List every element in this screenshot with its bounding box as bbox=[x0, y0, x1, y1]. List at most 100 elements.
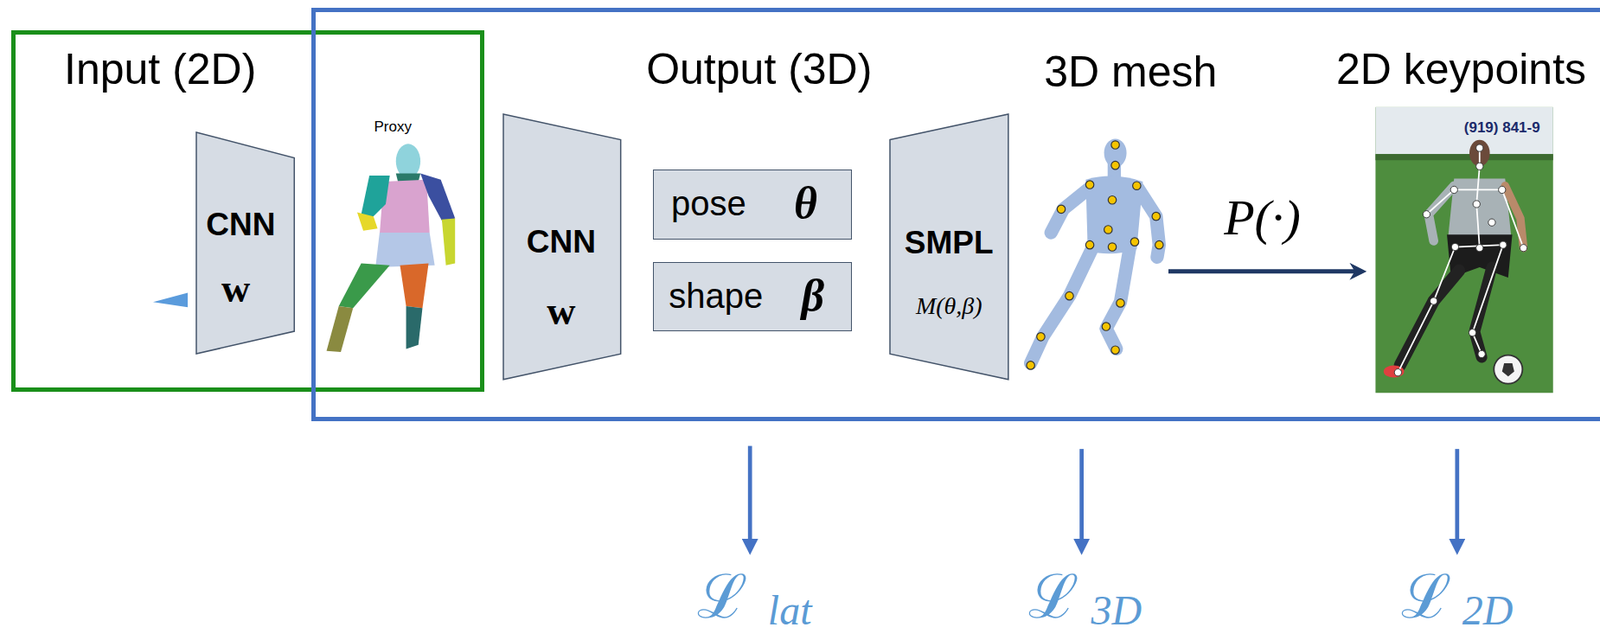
panel-heading: 2D keypoints bbox=[1336, 45, 1587, 94]
cnn-block: CNN w bbox=[196, 132, 295, 354]
frame-heading: Output (3D) bbox=[646, 45, 872, 94]
parameter-box: pose θ bbox=[652, 169, 852, 240]
right-hand-part bbox=[441, 217, 455, 265]
parameter-symbol: θ bbox=[793, 179, 818, 229]
skeleton-line bbox=[1397, 244, 1504, 372]
panel-heading: 3D mesh bbox=[1043, 47, 1217, 96]
parameter-box: shapeβ bbox=[652, 262, 852, 332]
loss-arrows bbox=[749, 446, 1458, 548]
keypoint bbox=[1026, 361, 1035, 370]
image-fragment bbox=[153, 293, 188, 308]
keypoint bbox=[1116, 299, 1125, 308]
keypoint bbox=[1085, 240, 1094, 249]
keypoint bbox=[1152, 211, 1160, 220]
weight-symbol: w bbox=[221, 267, 250, 312]
photo-banner bbox=[1375, 107, 1553, 154]
trapezoid-shape bbox=[196, 132, 295, 354]
right-thigh-part bbox=[400, 262, 429, 308]
loss-symbol: ℒ bbox=[1028, 566, 1079, 628]
keypoint bbox=[1488, 218, 1496, 226]
keypoint bbox=[1111, 140, 1120, 149]
keypoint-photo bbox=[1375, 107, 1553, 393]
keypoint bbox=[1104, 225, 1113, 234]
trapezoid-shape bbox=[889, 114, 1009, 380]
mesh-right-leg bbox=[1106, 243, 1131, 350]
keypoint bbox=[1468, 329, 1476, 337]
keypoint bbox=[1476, 162, 1484, 170]
keypoint bbox=[1107, 196, 1116, 205]
loss-subscript: 2D bbox=[1462, 589, 1514, 632]
projection-label: P(·) bbox=[1223, 191, 1301, 247]
model-formula: M(θ,β) bbox=[915, 293, 983, 320]
keypoint bbox=[1056, 204, 1065, 213]
keypoint bbox=[1065, 291, 1074, 300]
left-shin-part bbox=[326, 306, 354, 352]
keypoint bbox=[1155, 240, 1164, 249]
keypoint bbox=[1476, 244, 1484, 252]
keypoint bbox=[1476, 144, 1484, 152]
right-shin-part bbox=[406, 306, 423, 350]
loss-symbol: ℒ bbox=[1401, 566, 1452, 628]
keypoint bbox=[1111, 160, 1120, 169]
keypoint bbox=[1111, 345, 1120, 354]
left-thigh-part bbox=[339, 262, 391, 308]
ball-patch bbox=[1502, 363, 1515, 377]
photo-fence bbox=[1375, 153, 1553, 160]
right-arm-part bbox=[420, 173, 455, 224]
trapezoid-shape bbox=[503, 114, 621, 380]
left-hand-part bbox=[357, 211, 378, 231]
mesh-left-arm bbox=[1050, 187, 1090, 233]
soccer-ball bbox=[1493, 355, 1523, 384]
loss-subscript: 3D bbox=[1090, 589, 1142, 632]
proxy-image: Proxy bbox=[321, 117, 460, 355]
head-part bbox=[396, 143, 421, 179]
keypoint bbox=[1107, 243, 1116, 251]
loss-arrow bbox=[748, 446, 753, 548]
parameter-symbol: β bbox=[800, 270, 825, 320]
keypoint bbox=[1472, 200, 1480, 208]
weight-symbol: w bbox=[546, 289, 576, 334]
frame-heading: Input (2D) bbox=[64, 45, 256, 94]
loss-subscript: lat bbox=[768, 589, 813, 632]
keypoint bbox=[1498, 185, 1506, 193]
mesh-figure bbox=[1026, 138, 1164, 370]
keypoint bbox=[1036, 332, 1045, 341]
parameter-name: shape bbox=[668, 276, 763, 315]
trapezoid-outline bbox=[196, 132, 295, 354]
illustration bbox=[153, 107, 1554, 548]
input-frame: Input (2D) CNN w Proxy bbox=[11, 30, 485, 392]
smpl-block: SMPL M(θ,β) bbox=[889, 114, 1009, 380]
hip-part bbox=[375, 232, 435, 268]
keypoint bbox=[1450, 185, 1458, 193]
keypoint-panel: 2D keypoints bbox=[1375, 107, 1553, 393]
loss-arrow bbox=[1079, 448, 1084, 547]
keypoint bbox=[1422, 211, 1430, 218]
block-name: CNN bbox=[526, 224, 596, 260]
keypoint bbox=[1519, 244, 1527, 252]
image-caption: Proxy bbox=[373, 119, 411, 136]
keypoint bbox=[1394, 369, 1402, 377]
keypoint bbox=[1101, 322, 1110, 331]
left-arm-part bbox=[361, 175, 391, 219]
keypoint bbox=[1499, 241, 1507, 249]
output-frame: Output (3D) CNN w pose θ shapeβ SMPL M(θ,β) 3D m… bbox=[311, 7, 1600, 422]
mesh-torso bbox=[1085, 175, 1143, 254]
projection-arrow bbox=[1168, 268, 1362, 274]
cnn-block: CNN w bbox=[503, 114, 621, 380]
photo-field bbox=[1375, 107, 1553, 393]
loss-symbol: ℒ bbox=[697, 566, 748, 628]
mesh-left-leg bbox=[1030, 244, 1095, 364]
proxy-figure bbox=[326, 143, 456, 352]
loss-arrow bbox=[1454, 448, 1460, 547]
keypoint bbox=[1451, 243, 1459, 250]
keypoint bbox=[1085, 180, 1094, 189]
skeleton-line bbox=[1426, 189, 1524, 248]
keypoint bbox=[1478, 350, 1485, 358]
photo-skeleton bbox=[1397, 147, 1524, 373]
mesh-panel: 3D mesh bbox=[1020, 137, 1164, 372]
photo-keypoints bbox=[1394, 144, 1527, 377]
block-name: SMPL bbox=[904, 224, 994, 261]
parameter-name: pose bbox=[671, 184, 747, 223]
mesh-limbs bbox=[1030, 163, 1160, 364]
block-name: CNN bbox=[205, 206, 276, 243]
